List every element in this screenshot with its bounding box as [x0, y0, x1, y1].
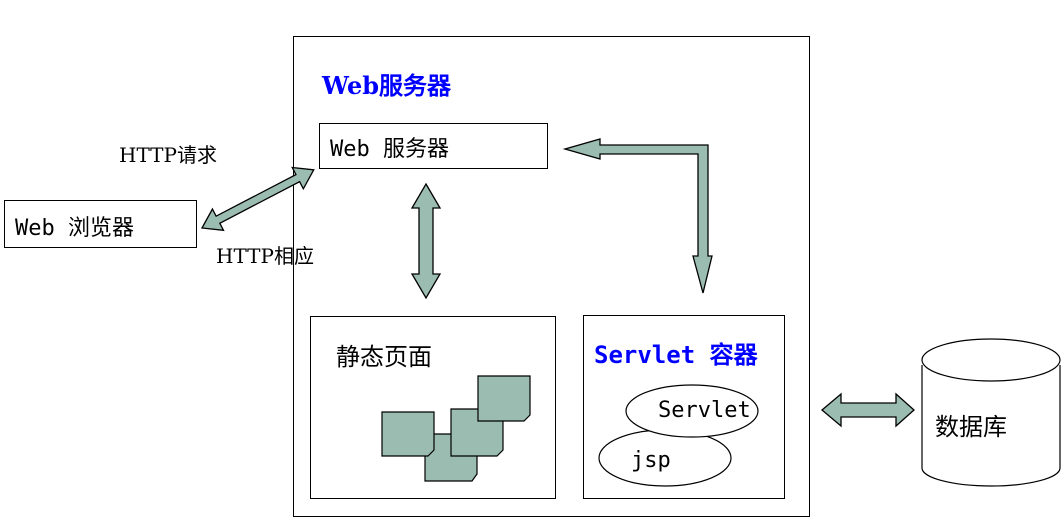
web-browser-box [4, 200, 197, 248]
servlet-ellipse [625, 384, 759, 438]
server-static-double-arrow [410, 182, 442, 300]
jsp-label: jsp [631, 448, 671, 473]
web-server-label: Web 服务器 [330, 137, 449, 162]
servlet-label: Servlet [658, 398, 751, 423]
document-icon [477, 375, 531, 422]
servlet-container-label: Servlet 容器 [594, 341, 758, 369]
database-cylinder [921, 338, 1061, 487]
servlet-database-double-arrow [820, 392, 915, 428]
web-server-box [319, 123, 548, 169]
http-request-label: HTTP请求 [119, 143, 217, 167]
database-label: 数据库 [935, 413, 1007, 441]
document-icon [381, 411, 435, 457]
static-pages-label: 静态页面 [336, 343, 432, 371]
server-servlet-elbow-arrow [562, 138, 713, 294]
web-server-outer-title: Web服务器 [322, 71, 452, 100]
http-response-label: HTTP相应 [216, 244, 314, 268]
web-browser-label: Web 浏览器 [15, 216, 134, 241]
browser-server-double-arrow [200, 166, 315, 232]
static-page-documents [381, 375, 531, 482]
